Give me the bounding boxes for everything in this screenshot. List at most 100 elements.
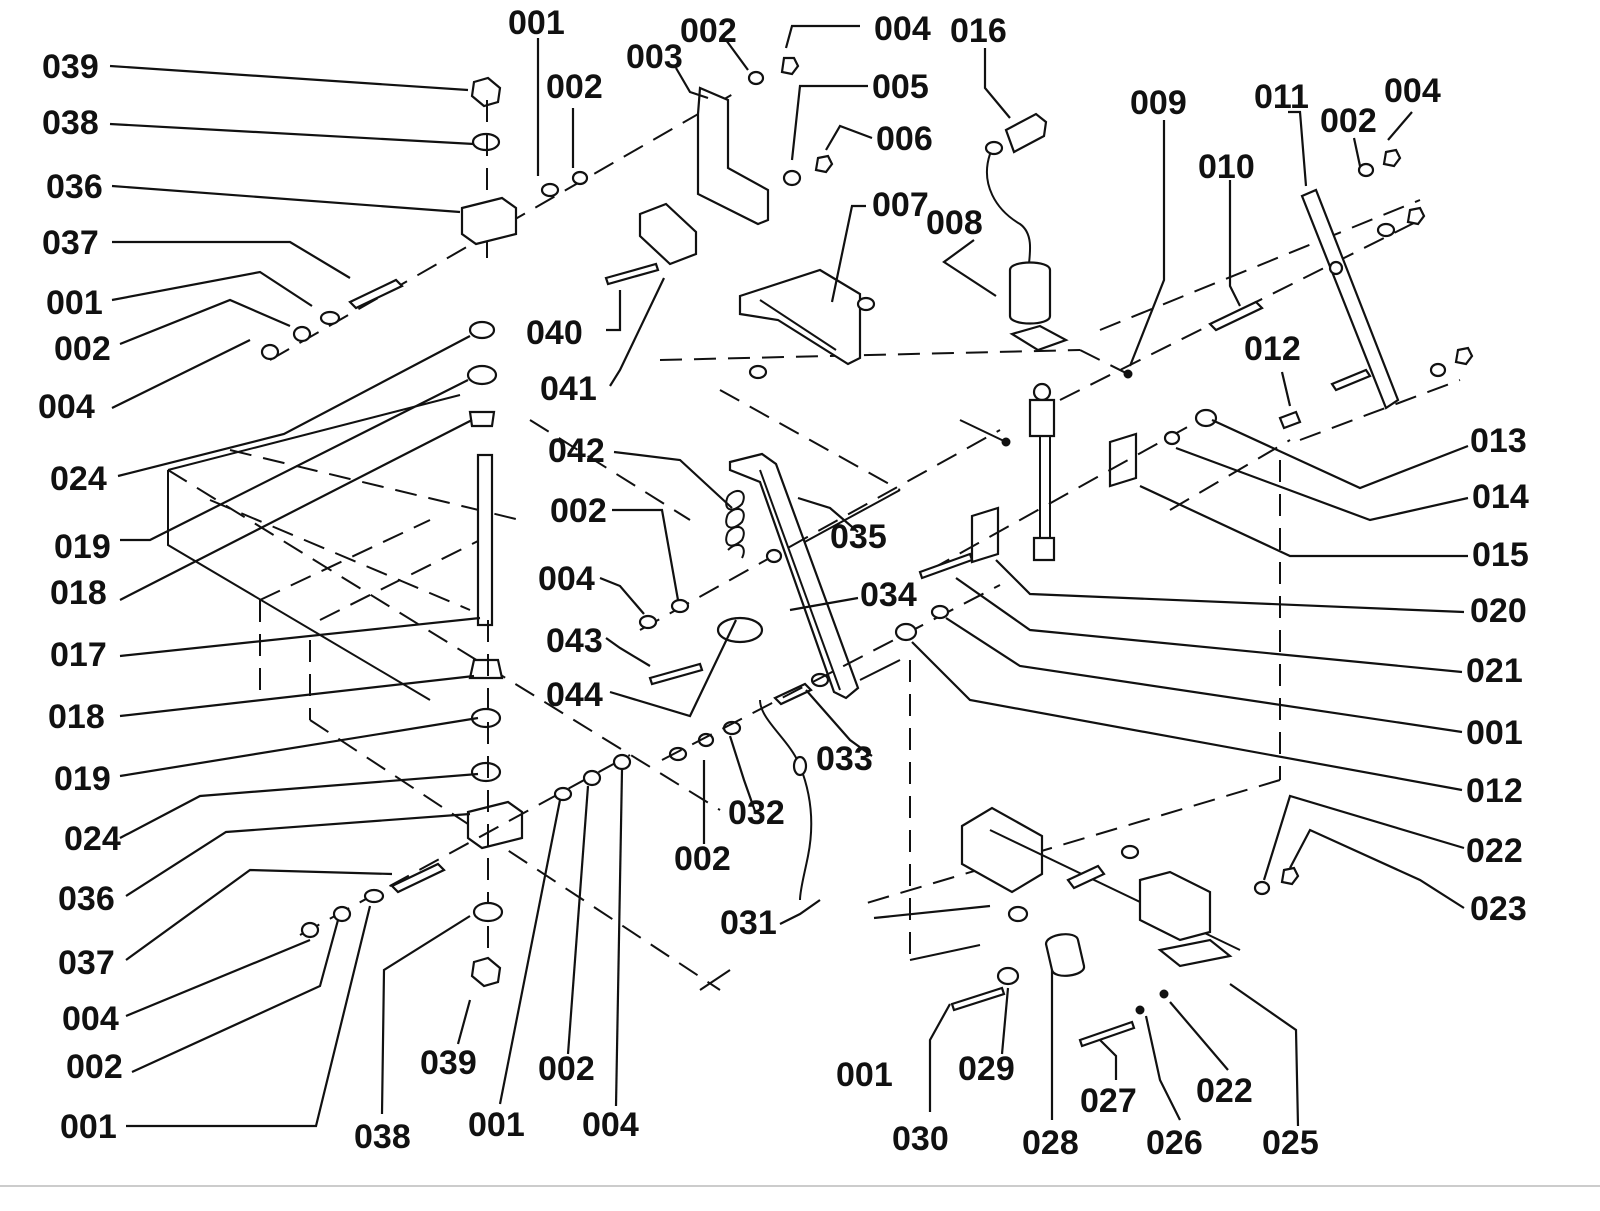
bracket-007 <box>738 268 862 366</box>
callout-001: 001 <box>1466 714 1523 752</box>
callout-007: 007 <box>872 186 929 224</box>
callout-042: 042 <box>548 432 605 470</box>
callout-018: 018 <box>50 574 107 612</box>
callout-008: 008 <box>926 204 983 242</box>
callout-039: 039 <box>42 48 99 86</box>
bracket-031 <box>960 806 1044 894</box>
nut-039-upper <box>470 76 502 108</box>
right-arm-assembly <box>1208 148 1474 430</box>
callout-002: 002 <box>546 68 603 106</box>
callout-012: 012 <box>1466 772 1523 810</box>
callout-001: 001 <box>46 284 103 322</box>
callout-003: 003 <box>626 38 683 76</box>
callout-026: 026 <box>1146 1124 1203 1162</box>
callout-028: 028 <box>1022 1124 1079 1162</box>
callout-044: 044 <box>546 676 603 714</box>
callout-024: 024 <box>50 460 107 498</box>
bracket-015 <box>1108 432 1138 488</box>
callout-004: 004 <box>62 1000 119 1038</box>
sensor-assembly <box>959 112 1133 562</box>
callout-019: 019 <box>54 528 111 566</box>
callout-006: 006 <box>876 120 933 158</box>
callout-033: 033 <box>816 740 873 778</box>
callout-030: 030 <box>892 1120 949 1158</box>
callout-001: 001 <box>836 1056 893 1094</box>
callout-002: 002 <box>680 12 737 50</box>
callout-031: 031 <box>720 904 777 942</box>
callout-001: 001 <box>508 4 565 42</box>
callout-001: 001 <box>60 1108 117 1146</box>
callout-002: 002 <box>674 840 731 878</box>
center-lever-assembly <box>638 268 1001 901</box>
callout-014: 014 <box>1472 478 1529 516</box>
rod-010 <box>1208 300 1264 332</box>
callout-018: 018 <box>48 698 105 736</box>
callout-022: 022 <box>1196 1072 1253 1110</box>
callout-002: 002 <box>538 1050 595 1088</box>
callout-023: 023 <box>1470 890 1527 928</box>
bottom-right-assembly <box>950 806 1300 1048</box>
callout-labels: 001 002 004 016 039 003 002 005 038 006 … <box>38 4 1529 1162</box>
callout-002: 002 <box>550 492 607 530</box>
spring-042 <box>725 489 745 559</box>
connector-016 <box>1004 112 1048 154</box>
nut-039-lower <box>470 956 502 988</box>
callout-024: 024 <box>64 820 121 858</box>
bracket-003 <box>696 86 770 226</box>
callout-017: 017 <box>50 636 107 674</box>
shaft-017 <box>476 453 494 627</box>
callout-025: 025 <box>1262 1124 1319 1162</box>
callout-029: 029 <box>958 1050 1015 1088</box>
callout-027: 027 <box>1080 1082 1137 1120</box>
callout-036: 036 <box>46 168 103 206</box>
callout-019: 019 <box>54 760 111 798</box>
callout-043: 043 <box>546 622 603 660</box>
roller-028 <box>1044 933 1086 977</box>
callout-004: 004 <box>582 1106 639 1144</box>
lever-034 <box>728 452 860 700</box>
callout-020: 020 <box>1470 592 1527 630</box>
callout-010: 010 <box>1198 148 1255 186</box>
rod-037-lower <box>390 862 446 894</box>
vertical-shaft-assembly <box>299 320 632 988</box>
callout-036: 036 <box>58 880 115 918</box>
actuator-008 <box>1008 261 1052 325</box>
callout-035: 035 <box>830 518 887 556</box>
block-036-lower <box>466 800 524 850</box>
callout-038: 038 <box>42 104 99 142</box>
callout-034: 034 <box>860 576 917 614</box>
callout-002: 002 <box>1320 102 1377 140</box>
callout-002: 002 <box>54 330 111 368</box>
mid-right-assembly <box>918 408 1218 580</box>
callout-016: 016 <box>950 12 1007 50</box>
callout-032: 032 <box>728 794 785 832</box>
callout-001: 001 <box>468 1106 525 1144</box>
bracket-025 <box>1138 870 1212 942</box>
callout-009: 009 <box>1130 84 1187 122</box>
callout-004: 004 <box>38 388 95 426</box>
callout-004: 004 <box>1384 72 1441 110</box>
callout-022: 022 <box>1466 832 1523 870</box>
callout-013: 013 <box>1470 422 1527 460</box>
callout-037: 037 <box>58 944 115 982</box>
callout-039: 039 <box>420 1044 477 1082</box>
callout-004: 004 <box>538 560 595 598</box>
block-036-upper <box>460 196 518 246</box>
callout-002: 002 <box>66 1048 123 1086</box>
callout-021: 021 <box>1466 652 1523 690</box>
leader-lines <box>109 24 1469 1128</box>
callout-040: 040 <box>526 314 583 352</box>
callout-041: 041 <box>540 370 597 408</box>
callout-011: 011 <box>1254 78 1309 116</box>
callout-015: 015 <box>1472 536 1529 574</box>
rod-037-upper <box>348 278 404 310</box>
callout-004: 004 <box>874 10 931 48</box>
callout-038: 038 <box>354 1118 411 1156</box>
callout-037: 037 <box>42 224 99 262</box>
callout-005: 005 <box>872 68 929 106</box>
upper-left-assembly <box>260 56 834 361</box>
callout-012: 012 <box>1244 330 1301 368</box>
arm-011 <box>1300 188 1400 410</box>
block-040 <box>638 202 698 266</box>
